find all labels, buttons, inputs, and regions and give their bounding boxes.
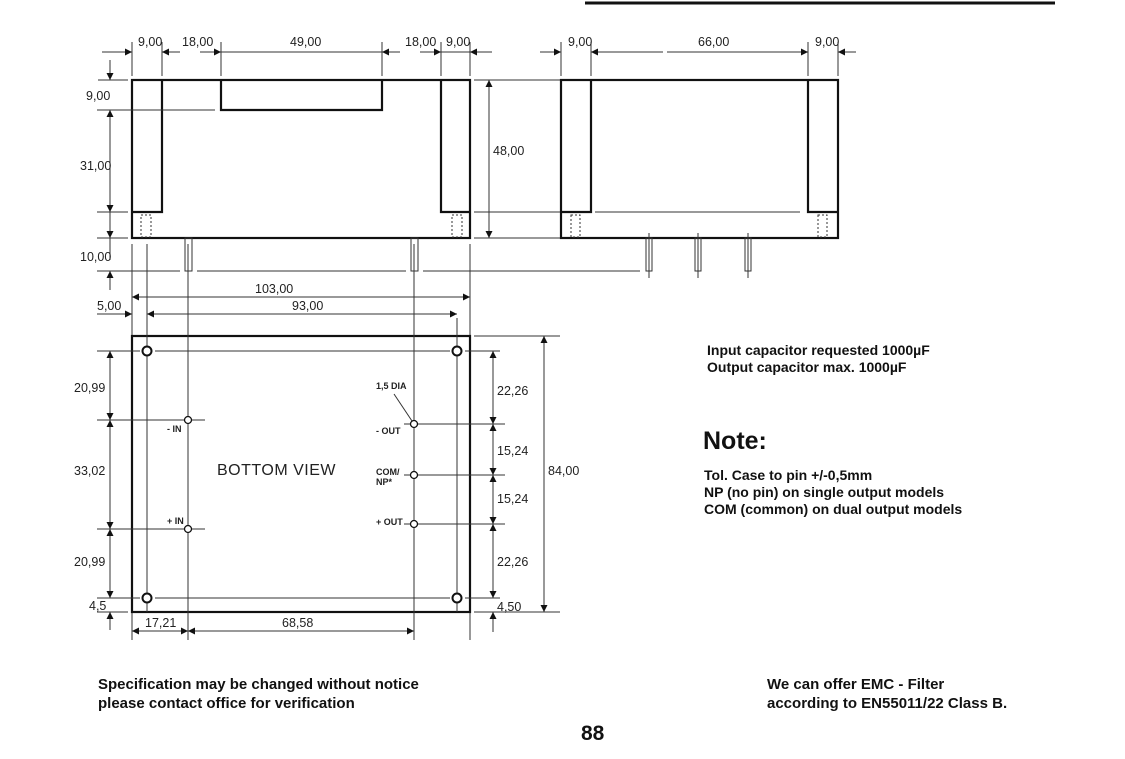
footer-line: We can offer EMC - Filter: [767, 676, 945, 693]
capacitor-notes: Input capacitor requested 1000µF Output …: [707, 342, 930, 376]
side-view-front: 9,00 18,00 49,00 18,00 9,00 9,00 31,00 1…: [80, 35, 640, 640]
dim-label: 9,00: [86, 89, 110, 103]
dim-label: 84,00: [548, 464, 579, 478]
mounting-hole: [141, 592, 153, 604]
footer-line: according to EN55011/22 Class B.: [767, 695, 1008, 712]
bottom-view: 1,5 DIA - IN + IN - OUT COM/ NP* + OUT B…: [74, 244, 579, 640]
dim-label: 4,50: [497, 600, 521, 614]
capacitor-note: Input capacitor requested 1000µF: [707, 342, 930, 358]
dim-label: 18,00: [182, 35, 213, 49]
dim-label: 17,21: [145, 616, 176, 630]
note-title: Note:: [703, 427, 767, 455]
note-line: COM (common) on dual output models: [704, 501, 963, 517]
pin-label: - OUT: [376, 426, 401, 436]
pin-label: + IN: [167, 516, 184, 526]
dim-label: 66,00: [698, 35, 729, 49]
note-line: NP (no pin) on single output models: [704, 484, 945, 500]
dim-label: 5,00: [97, 299, 121, 313]
pin-label: COM/: [376, 467, 400, 477]
dim-label: 49,00: [290, 35, 321, 49]
mounting-hole: [141, 345, 153, 357]
pin-minus-out: [409, 419, 419, 429]
dim-label: 93,00: [292, 299, 323, 313]
dim-label: 22,26: [497, 555, 528, 569]
capacitor-note: Output capacitor max. 1000µF: [707, 359, 907, 375]
dim-label: 9,00: [568, 35, 592, 49]
footer-line: Specification may be changed without not…: [98, 676, 419, 693]
dim-label: 33,02: [74, 464, 105, 478]
note-line: Tol. Case to pin +/-0,5mm: [704, 467, 873, 483]
side-view-side: 9,00 66,00 9,00: [540, 35, 856, 278]
mounting-hole: [451, 345, 463, 357]
dim-label: 20,99: [74, 555, 105, 569]
dim-label: 20,99: [74, 381, 105, 395]
dim-label: 31,00: [80, 159, 111, 173]
dim-label: 15,24: [497, 492, 528, 506]
bottom-view-title: BOTTOM VIEW: [217, 462, 336, 479]
pin-minus-in: [183, 415, 193, 425]
footer-emc: We can offer EMC - Filter according to E…: [767, 675, 1007, 713]
dim-label: 22,26: [497, 384, 528, 398]
page-number: 88: [581, 722, 605, 745]
pin-label: NP*: [376, 477, 393, 487]
note-lines: Tol. Case to pin +/-0,5mm NP (no pin) on…: [704, 467, 962, 518]
dim-label: 9,00: [815, 35, 839, 49]
dim-label: 9,00: [138, 35, 162, 49]
dim-label: 103,00: [255, 282, 293, 296]
pin-com-np: [409, 470, 419, 480]
dim-label: 18,00: [405, 35, 436, 49]
dim-label: 68,58: [282, 616, 313, 630]
mounting-hole: [451, 592, 463, 604]
dim-label: 4,5: [89, 599, 106, 613]
dim-label: 10,00: [80, 250, 111, 264]
footer-line: please contact office for verification: [98, 695, 355, 712]
pin-plus-in: [183, 524, 193, 534]
dim-label: 9,00: [446, 35, 470, 49]
pin-label: + OUT: [376, 517, 403, 527]
pin-diameter-label: 1,5 DIA: [376, 381, 407, 391]
dim-label: 15,24: [497, 444, 528, 458]
dim-label: 48,00: [493, 144, 524, 158]
pin-plus-out: [409, 519, 419, 529]
footer-disclaimer: Specification may be changed without not…: [98, 675, 419, 713]
pin-label: - IN: [167, 424, 182, 434]
